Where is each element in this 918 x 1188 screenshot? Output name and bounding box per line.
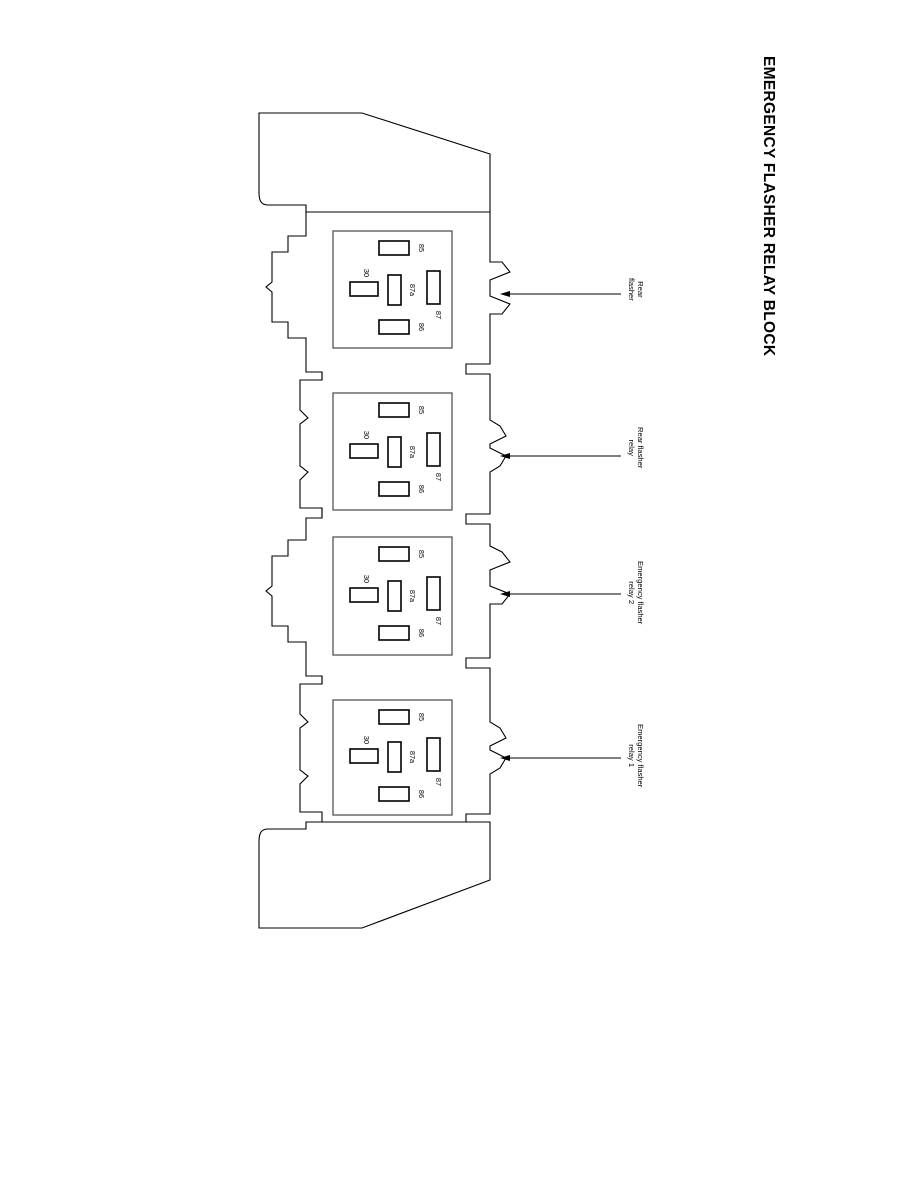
relay-socket-3[interactable]: 85 30 87a 87 86: [332, 536, 453, 656]
relay-3-terminal-87a: [387, 580, 402, 612]
relay-1-terminal-85: [378, 240, 410, 256]
callout-relay-3: Emergency flasher relay 2: [627, 561, 645, 624]
relay-4-terminal-30: [349, 748, 379, 764]
relay-4-label-87a: 87a: [408, 751, 417, 764]
relay-socket-1-body[interactable]: [332, 230, 453, 349]
relay-socket-4-body[interactable]: [332, 699, 453, 816]
relay-3-terminal-30: [349, 587, 379, 603]
housing-body-right-profile: [465, 212, 511, 823]
leader-arrowhead-relay-4: [500, 755, 510, 761]
housing-outline: [258, 112, 511, 929]
relay-2-label-87a: 87a: [408, 446, 417, 459]
leader-arrowhead-relay-3: [500, 591, 510, 597]
relay-3-terminal-87: [426, 576, 441, 611]
relay-1-label-86: 86: [417, 323, 426, 331]
relay-1-terminal-30: [349, 281, 379, 297]
relay-4-label-87: 87: [434, 778, 443, 786]
relay-4-label-30: 30: [362, 736, 371, 744]
housing-body-left-profile: [265, 212, 323, 823]
housing-bottom-flange: [258, 821, 491, 929]
housing-top-flange: [258, 112, 491, 213]
relay-3-terminal-85: [378, 546, 410, 562]
relay-2-label-85: 85: [417, 406, 426, 414]
relay-socket-3-body[interactable]: [332, 536, 453, 656]
callout-relay-4-line1: Emergency flasher: [636, 724, 645, 788]
relay-3-label-85: 85: [417, 550, 426, 558]
relay-1-label-87a: 87a: [408, 284, 417, 297]
callout-relay-1-line1: Rear: [636, 281, 645, 298]
relay-1-terminal-87a: [387, 274, 402, 306]
callout-relay-1: Rear flasher: [627, 278, 645, 301]
relay-4-terminal-87: [426, 737, 441, 772]
leader-arrowhead-relay-1: [500, 291, 510, 297]
relay-2-terminal-30: [349, 443, 379, 459]
relay-2-terminal-85: [378, 402, 410, 418]
relay-4-terminal-85: [378, 709, 410, 725]
relay-1-terminal-87: [426, 270, 441, 305]
relay-1-terminal-86: [378, 319, 410, 335]
relay-2-terminal-86: [378, 481, 410, 497]
callout-relay-2: Rear flasher relay: [627, 427, 645, 468]
callout-relay-4: Emergency flasher relay 1: [627, 724, 645, 787]
relay-2-terminal-87: [426, 432, 441, 467]
relay-3-label-87: 87: [434, 617, 443, 625]
callout-relay-1-line2: flasher: [626, 278, 636, 301]
relay-2-terminal-87a: [387, 436, 402, 468]
callout-relay-3-line1: Emergency flasher: [636, 561, 645, 625]
relay-1-label-85: 85: [417, 244, 426, 252]
callout-relay-2-line2: relay: [626, 439, 636, 456]
relay-4-terminal-87a: [387, 741, 402, 773]
relay-4-label-86: 86: [417, 790, 426, 798]
relay-1-label-30: 30: [362, 269, 371, 277]
callout-relay-4-line2: relay 1: [626, 744, 636, 768]
relay-socket-4[interactable]: 85 30 87a 87 86: [332, 699, 453, 816]
relay-socket-2-body[interactable]: [332, 392, 453, 511]
relay-2-label-86: 86: [417, 485, 426, 493]
relay-socket-1[interactable]: 85 30 87a 87 86: [332, 230, 453, 349]
relay-4-label-85: 85: [417, 713, 426, 721]
relay-socket-2[interactable]: 85 30 87a 87 86: [332, 392, 453, 511]
relay-3-terminal-86: [378, 625, 410, 641]
relay-3-label-86: 86: [417, 629, 426, 637]
relay-4-terminal-86: [378, 786, 410, 802]
relay-3-label-87a: 87a: [408, 590, 417, 603]
callout-leader-lines: [500, 291, 621, 761]
leader-arrowhead-relay-2: [500, 453, 510, 459]
relay-3-label-30: 30: [362, 575, 371, 583]
callout-relay-3-line2: relay 2: [626, 581, 636, 605]
callout-relay-2-line1: Rear flasher: [636, 427, 645, 469]
relay-2-label-87: 87: [434, 473, 443, 481]
relay-2-label-30: 30: [362, 431, 371, 439]
relay-1-label-87: 87: [434, 311, 443, 319]
